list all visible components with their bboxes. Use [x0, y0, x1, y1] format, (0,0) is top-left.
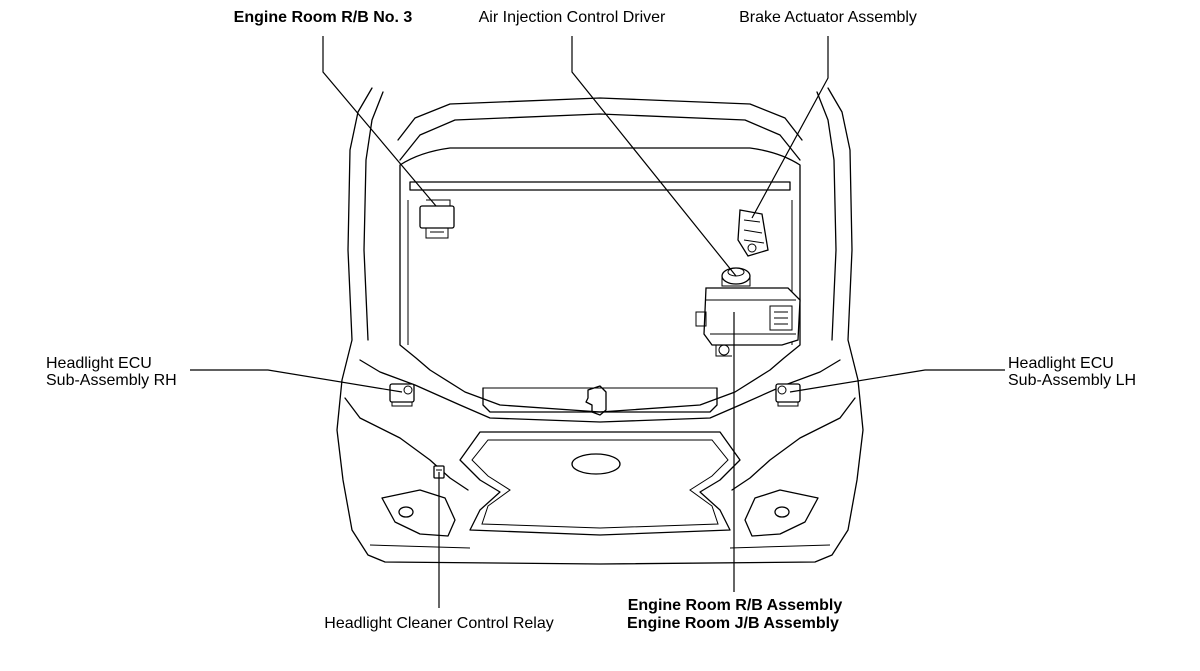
engine-room-rb-assembly-part: [695, 287, 801, 357]
leader-air-injection-control-driver: [571, 36, 737, 277]
leader-lines: [190, 36, 1005, 608]
label-headlight-cleaner-control-relay: Headlight Cleaner Control Relay: [324, 615, 553, 632]
leader-headlight-ecu-rh: [190, 369, 403, 393]
headlight-ecu-rh-part: [389, 383, 415, 407]
label-headlight-ecu-rh-line2: Sub-Assembly RH: [46, 372, 177, 389]
label-engine-room-jb-assembly: Engine Room J/B Assembly: [627, 615, 839, 632]
label-air-injection-control-driver: Air Injection Control Driver: [479, 9, 666, 26]
label-headlight-ecu-lh-line1: Headlight ECU: [1008, 355, 1114, 372]
brake-actuator-part: [737, 209, 769, 257]
air-injection-control-driver-part: [721, 267, 751, 287]
leader-engine-room-rb-no3: [322, 36, 437, 207]
engine-room-rb-no3-part: [419, 199, 455, 239]
label-brake-actuator-assembly: Brake Actuator Assembly: [739, 9, 917, 26]
leader-headlight-ecu-lh: [789, 369, 1005, 393]
label-headlight-ecu-rh-line1: Headlight ECU: [46, 355, 152, 372]
label-engine-room-rb-no3: Engine Room R/B No. 3: [234, 9, 413, 26]
leader-brake-actuator: [751, 36, 829, 219]
headlight-ecu-lh-part: [775, 383, 801, 407]
label-headlight-ecu-lh-line2: Sub-Assembly LH: [1008, 372, 1136, 389]
vehicle-front-outline: [336, 87, 864, 565]
label-engine-room-rb-assembly: Engine Room R/B Assembly: [628, 597, 843, 614]
